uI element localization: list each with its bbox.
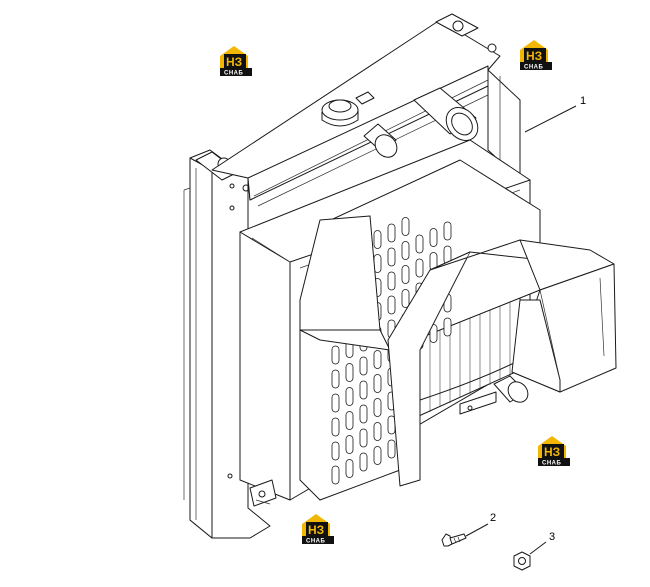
- guard-slot: [443, 317, 452, 337]
- brand-logo-mid-right: НЗ СНАБ: [538, 436, 570, 467]
- guard-slot: [359, 404, 368, 424]
- guard-slot: [331, 465, 340, 485]
- filler-cap: [321, 91, 375, 127]
- guard-slot: [401, 289, 410, 308]
- guard-slot: [373, 374, 382, 393]
- guard-slot: [345, 363, 354, 382]
- brand-logo-top-right: НЗ СНАБ: [520, 40, 552, 71]
- guard-slot: [373, 230, 382, 249]
- brand-logo-top-left: НЗ СНАБ: [220, 46, 252, 77]
- bottom-outlet-pipe: [493, 375, 529, 403]
- guard-slot: [415, 258, 424, 278]
- callout-2: 2: [465, 512, 496, 537]
- guard-slot: [373, 422, 382, 441]
- guard-slot: [415, 234, 424, 254]
- guard-slot: [345, 459, 354, 478]
- brand-logo-text: НЗ: [544, 445, 560, 459]
- guard-slot: [387, 223, 396, 243]
- guard-slot: [387, 415, 396, 435]
- callout-1: 1: [524, 95, 586, 133]
- callout-3: 3: [529, 531, 555, 555]
- guard-slot: [387, 271, 396, 291]
- brand-logo-subtext: СНАБ: [306, 539, 325, 545]
- guard-slot: [359, 428, 368, 448]
- bottom-bracket: [459, 391, 497, 415]
- small-outlet-pipe: [363, 123, 398, 158]
- guard-slot: [401, 241, 410, 260]
- left-side-rail: [183, 149, 271, 539]
- right-deflector: [511, 239, 617, 393]
- guard-slot: [331, 369, 340, 389]
- guard-slot: [443, 221, 452, 241]
- guard-slot: [331, 441, 340, 461]
- guard-slot: [373, 446, 382, 465]
- left-deflector: [299, 215, 391, 351]
- guard-slot: [345, 435, 354, 454]
- guard-slot: [401, 217, 410, 236]
- bolt: [441, 533, 467, 547]
- brand-logo-text: НЗ: [526, 49, 542, 63]
- callout-1-label: 1: [580, 95, 586, 107]
- guard-slot: [359, 452, 368, 472]
- drain-cock: [249, 479, 277, 507]
- callout-2-label: 2: [490, 512, 496, 524]
- guard-slot: [331, 345, 340, 365]
- guard-slot: [373, 350, 382, 369]
- brand-logo-subtext: СНАБ: [524, 65, 543, 71]
- guard-slot: [387, 439, 396, 459]
- large-outlet-pipe: [413, 87, 479, 141]
- brand-logo-text: НЗ: [308, 523, 324, 537]
- callout-3-label: 3: [549, 531, 555, 543]
- guard-slot: [345, 387, 354, 406]
- guard-slot: [387, 247, 396, 267]
- nut: [513, 551, 531, 571]
- guard-slot: [359, 380, 368, 400]
- guard-slot: [345, 411, 354, 430]
- brand-logo-text: НЗ: [226, 55, 242, 69]
- guard-slot: [401, 265, 410, 284]
- guard-slot: [331, 393, 340, 413]
- brand-logo-subtext: СНАБ: [542, 461, 561, 467]
- guard-slot: [387, 295, 396, 315]
- guard-slot: [373, 398, 382, 417]
- brand-logo-subtext: СНАБ: [224, 71, 243, 77]
- brand-logo-bottom: НЗ СНАБ: [302, 514, 334, 545]
- guard-slot: [359, 356, 368, 376]
- guard-slot: [429, 228, 438, 247]
- guard-slot: [331, 417, 340, 437]
- radiator-assembly: [183, 13, 617, 539]
